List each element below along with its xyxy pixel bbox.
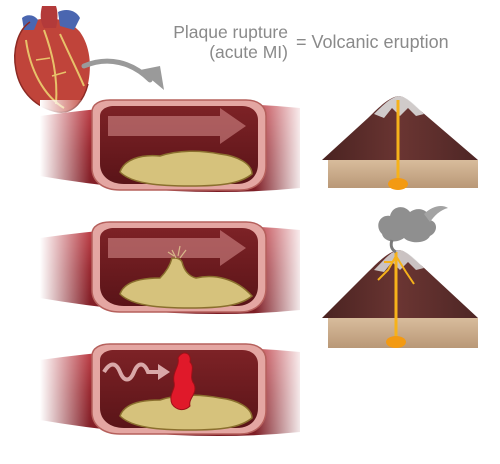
artery-panel-stable: [40, 99, 305, 200]
pointer-arrow-icon: [81, 58, 164, 90]
caption-line-1: Plaque rupture: [173, 22, 288, 42]
artery-panel-rupture: [40, 221, 305, 322]
plaque: [119, 150, 253, 187]
caption-line-2: (acute MI): [209, 42, 288, 62]
heart-illustration: [14, 6, 90, 113]
rupture-debris: [167, 245, 187, 259]
volcano-erupting: [322, 206, 478, 348]
plaque-rupture-caption: Plaque rupture (acute MI): [148, 22, 288, 62]
flow-arrow: [108, 108, 246, 144]
blood-clot: [170, 352, 196, 411]
volcanic-eruption-caption: = Volcanic eruption: [296, 32, 449, 52]
ruptured-plaque: [119, 257, 254, 309]
turbulent-flow-arrow: [102, 362, 160, 382]
volcano-dormant: [322, 96, 478, 190]
artery-panel-thrombus: [40, 343, 305, 444]
flow-arrow: [108, 230, 246, 266]
plaque: [119, 394, 253, 431]
smoke-plume: [378, 207, 436, 243]
